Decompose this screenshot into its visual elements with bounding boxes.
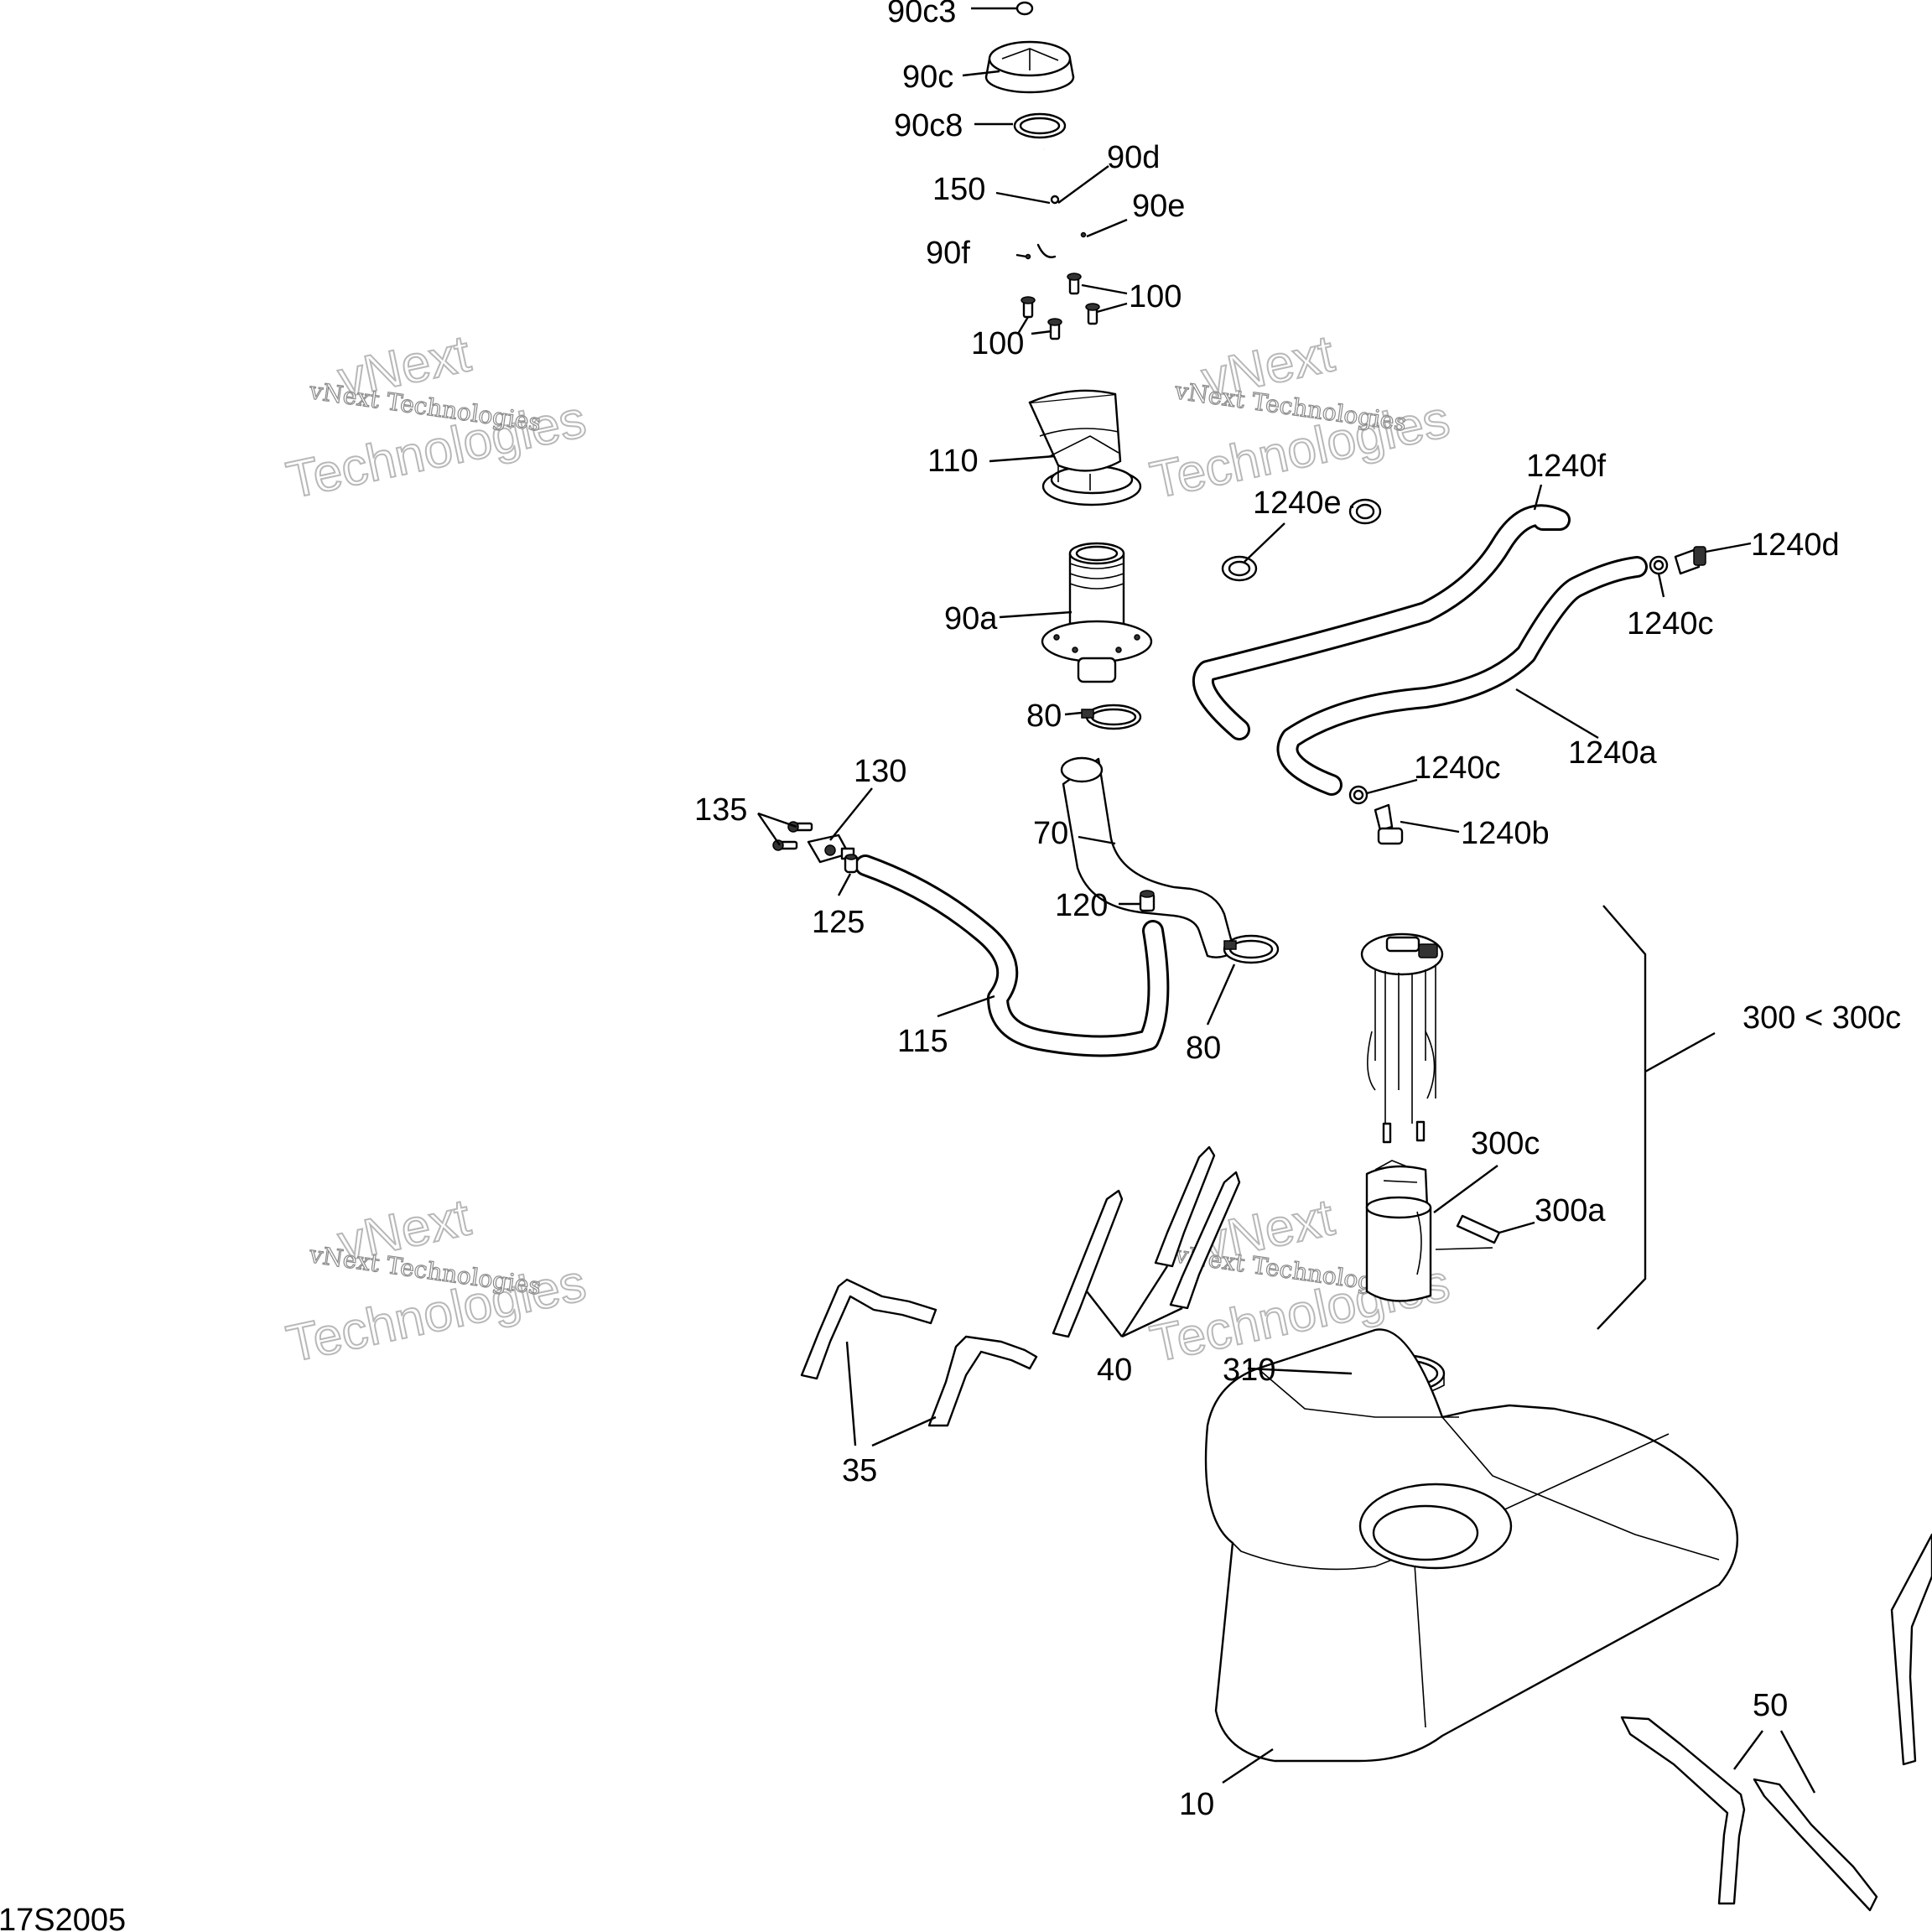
part-50-tank-straps — [1620, 1533, 1932, 1912]
part-125-check-valve — [844, 854, 859, 874]
callout-40: 40 — [1097, 1353, 1132, 1388]
callout-80-bottom: 80 — [1186, 1031, 1221, 1066]
callout-90c3: 90c3 — [887, 0, 956, 29]
part-300c-fuel-pump — [1365, 1160, 1432, 1302]
callout-1240c-bottom: 1240c — [1414, 750, 1501, 786]
leader-lines — [757, 7, 1816, 1794]
part-1240b-elbow-fitting — [1374, 803, 1404, 845]
part-90c-fuel-cap — [984, 40, 1075, 94]
part-115-vent-hose — [854, 854, 1170, 1057]
callout-1240c-top: 1240c — [1627, 606, 1714, 641]
callout-90d: 90d — [1107, 140, 1160, 175]
part-1240c-clamp-bottom — [1348, 785, 1368, 805]
callout-1240b: 1240b — [1461, 816, 1550, 851]
callout-90c8: 90c8 — [894, 108, 963, 143]
callout-120: 120 — [1055, 888, 1108, 923]
callout-10: 10 — [1179, 1787, 1214, 1822]
diagram-code: 17S2005 — [0, 1903, 126, 1932]
part-90c3-vent-valve — [1015, 1, 1034, 16]
part-90a-filler-neck — [1041, 542, 1153, 683]
callout-1240e: 1240e — [1253, 486, 1342, 521]
part-90c8-cap-gasket — [1013, 112, 1067, 139]
part-110-filler-funnel — [1028, 389, 1142, 506]
bracket-300-group — [1597, 905, 1716, 1330]
callout-90a: 90a — [944, 601, 998, 636]
part-1240e-hose-clips — [1221, 498, 1382, 582]
callout-90e: 90e — [1132, 189, 1185, 224]
callout-50: 50 — [1753, 1688, 1788, 1723]
callout-1240a: 1240a — [1568, 735, 1658, 771]
callout-110: 110 — [927, 444, 979, 479]
callout-1240f: 1240f — [1526, 449, 1607, 484]
part-300-fuel-pump-module — [1360, 932, 1444, 1144]
part-80-hose-clamp-top — [1081, 704, 1142, 730]
callout-35: 35 — [842, 1453, 877, 1488]
part-1240d-vent-fitting — [1674, 546, 1706, 575]
part-120-fitting — [1139, 890, 1156, 912]
callout-150: 150 — [932, 172, 985, 207]
part-40-tank-straps — [1052, 1145, 1241, 1338]
part-100-screws — [1021, 273, 1100, 340]
callout-70: 70 — [1033, 816, 1068, 851]
part-90d-tether-cord — [1025, 148, 1087, 260]
callout-125: 125 — [812, 905, 865, 940]
part-70-filler-hose — [1060, 756, 1236, 958]
part-1240c-clamp-top — [1649, 555, 1669, 575]
part-10-fuel-tank — [1204, 1328, 1739, 1763]
part-1240f-vent-hose — [1192, 504, 1571, 740]
part-35-tank-straps — [800, 1278, 1038, 1427]
part-300a-fuel-level-sender — [1435, 1214, 1501, 1250]
part-1240a-vent-hose — [1276, 556, 1648, 796]
callout-135: 135 — [694, 792, 747, 828]
part-135-screws — [772, 821, 813, 851]
callout-90c: 90c — [902, 60, 953, 95]
callout-1240d: 1240d — [1751, 527, 1840, 563]
callout-310: 310 — [1223, 1353, 1275, 1388]
callout-300a: 300a — [1535, 1193, 1606, 1228]
callout-115: 115 — [897, 1024, 948, 1059]
callout-300-group: 300 < 300c — [1742, 1000, 1901, 1036]
callout-90f: 90f — [926, 236, 970, 271]
callout-300c: 300c — [1471, 1126, 1540, 1161]
callout-80-top: 80 — [1026, 699, 1062, 734]
callout-130: 130 — [854, 754, 906, 789]
callout-100-right: 100 — [1129, 279, 1182, 314]
part-80-hose-clamp-bottom — [1223, 934, 1280, 964]
callout-100-left: 100 — [971, 326, 1024, 361]
